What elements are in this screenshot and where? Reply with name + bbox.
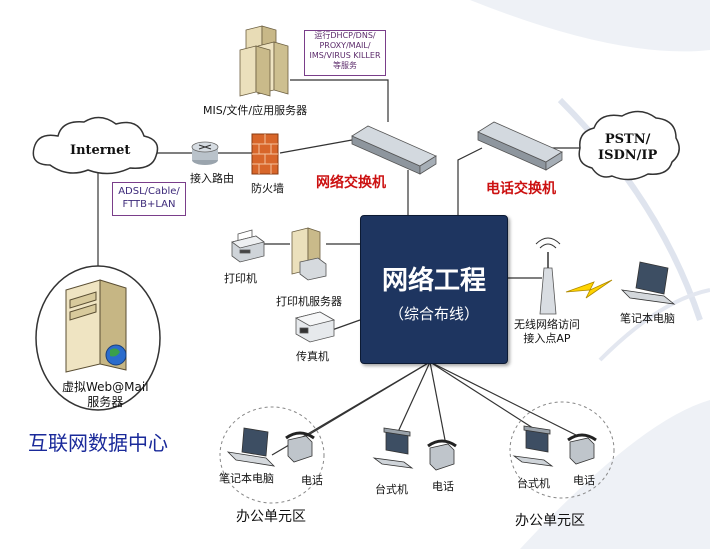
printer-label: 打印机 — [224, 272, 257, 285]
phone-icon — [427, 439, 457, 471]
access-type-line: FTTB+LAN — [122, 199, 176, 210]
wifi-ap-line: 接入点AP — [523, 332, 571, 345]
pstn-line: ISDN/IP — [598, 148, 658, 163]
service-note-line: 运行DHCP/DNS/ — [314, 31, 376, 40]
router-icon — [191, 141, 219, 165]
service-note: 运行DHCP/DNS/ PROXY/MAIL/ IMS/VIRUS KILLER… — [304, 30, 386, 76]
connection-lines — [97, 79, 582, 456]
core-title: 网络工程 — [381, 266, 486, 296]
print-server-icon — [291, 227, 327, 281]
virtual-server-label: 虚拟Web@Mail 服务器 — [62, 380, 149, 410]
background-swoosh — [520, 400, 710, 549]
background-swoosh — [598, 288, 710, 362]
firewall-icon — [251, 133, 279, 175]
pstn-cloud-icon — [578, 110, 680, 181]
background-swoosh — [557, 97, 703, 321]
office2-phone-label: 电话 — [573, 474, 595, 487]
office1-laptop-label: 笔记本电脑 — [219, 472, 274, 485]
access-type-line: ADSL/Cable/ — [118, 186, 180, 197]
phone-icon — [285, 431, 315, 463]
fax-icon — [294, 311, 336, 343]
service-note-line: PROXY/MAIL/ — [319, 41, 371, 50]
firewall-label: 防火墙 — [251, 182, 284, 195]
wireless-signal-icon — [565, 279, 613, 299]
wireless-ap-icon — [535, 237, 561, 315]
background-swoosh — [470, 0, 710, 52]
internet-label: Internet — [70, 143, 131, 158]
fax-label: 传真机 — [296, 350, 329, 363]
middle-desktop-label: 台式机 — [375, 483, 408, 496]
virtual-server-line: 虚拟Web@Mail — [62, 380, 149, 394]
servers-label: MIS/文件/应用服务器 — [203, 104, 308, 117]
phone-switch-icon — [477, 121, 563, 171]
service-note-line: 等服务 — [333, 61, 357, 70]
laptop-icon — [620, 261, 676, 305]
office1-phone-label: 电话 — [301, 474, 323, 487]
office2-desktop-label: 台式机 — [517, 477, 550, 490]
phone-icon — [567, 433, 597, 465]
printer-icon — [231, 229, 265, 263]
network-switch-label: 网络交换机 — [316, 175, 386, 191]
virtual-server-line: 服务器 — [87, 395, 124, 409]
office1-zone-label: 办公单元区 — [236, 509, 306, 525]
wifi-ap-line: 无线网络访问 — [514, 318, 580, 331]
laptop-right-label: 笔记本电脑 — [620, 312, 675, 325]
office-zone-outline — [509, 401, 615, 499]
internet-cloud-icon — [32, 116, 159, 175]
virtual-server-icon — [35, 265, 161, 411]
laptop-icon — [226, 427, 276, 467]
wifi-ap-label: 无线网络访问 接入点AP — [514, 318, 580, 346]
server-cluster-icon — [239, 25, 289, 97]
pstn-line: PSTN/ — [604, 132, 651, 147]
middle-phone-label: 电话 — [432, 480, 454, 493]
desktop-icon — [512, 425, 554, 467]
desktop-icon — [372, 427, 414, 469]
network-switch-icon — [351, 125, 437, 175]
print-server-label: 打印机服务器 — [276, 295, 342, 308]
core-subtitle: （综合布线） — [388, 305, 479, 323]
pstn-label: PSTN/ ISDN/IP — [598, 132, 657, 164]
datacenter-label: 互联网数据中心 — [28, 431, 168, 455]
router-label: 接入路由 — [190, 172, 234, 185]
access-type-note: ADSL/Cable/ FTTB+LAN — [112, 182, 186, 216]
core-network-block: 网络工程 （综合布线） — [360, 215, 508, 364]
office-zone-outline — [219, 406, 325, 504]
office2-zone-label: 办公单元区 — [515, 513, 585, 529]
service-note-line: IMS/VIRUS KILLER — [309, 51, 381, 60]
phone-switch-label: 电话交换机 — [486, 181, 556, 197]
